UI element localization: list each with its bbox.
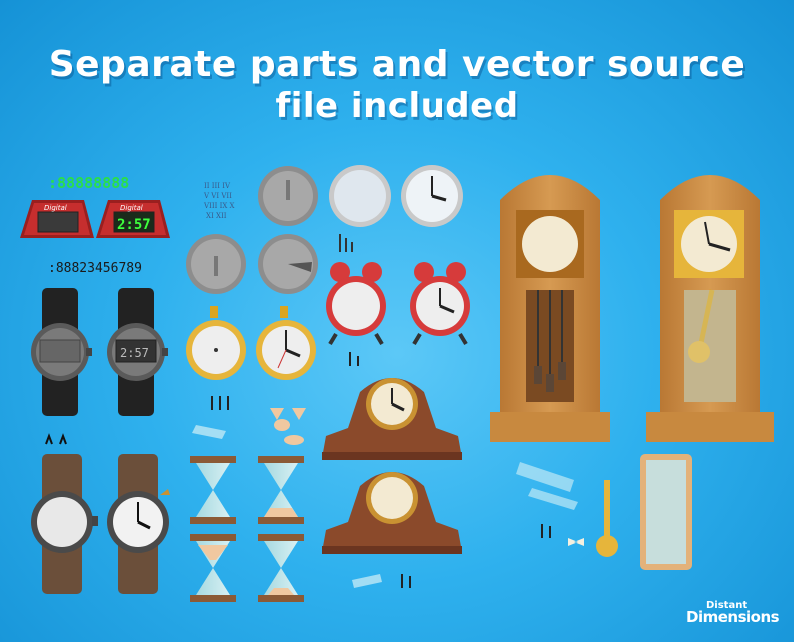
digital-time-display: 2:57: [117, 217, 151, 233]
glass-shard: [192, 425, 226, 439]
mantel-clock-time: [322, 378, 462, 460]
digital-watch-time: 2:57: [107, 288, 168, 416]
grey-dial-3: [258, 234, 318, 294]
grey-dial-1: [258, 166, 318, 226]
digital-clock-time: Digital 2:57: [96, 200, 170, 238]
hourglass-4: [258, 534, 304, 602]
pocket-watch-hands: [211, 396, 229, 410]
pendulum-bow: [568, 538, 584, 546]
analog-watch-time: [107, 454, 170, 594]
roman-row-1: II III IV: [204, 182, 231, 190]
watch-time-display: 2:57: [120, 346, 149, 360]
alarm-clock-hands: [349, 352, 359, 366]
digital-brand-label: Digital: [44, 204, 67, 212]
digital-digit-row-green: :88888888: [48, 174, 129, 192]
watch-hands-parts: [45, 433, 67, 445]
roman-numerals-set: II III IV V VI VII VIII IX X XI XII: [203, 182, 235, 220]
grandfather-glass-shards: [516, 462, 578, 510]
grandfather-clock-open: [490, 175, 610, 442]
heading-line-2: file included: [275, 86, 519, 126]
roman-row-4: XI XII: [206, 212, 227, 220]
pocket-watch-time: [256, 306, 316, 380]
wall-clock-blank: [329, 165, 391, 227]
digital-clock-blank: Digital: [20, 200, 94, 238]
mantel-hands: [401, 574, 411, 588]
grandfather-clock-closed: [646, 175, 774, 442]
mantel-clock-blank: [322, 472, 462, 554]
hourglass-3: [190, 534, 236, 602]
pocket-watch-blank: [186, 306, 246, 380]
sand-parts: [270, 408, 306, 445]
digital-watch-blank: [31, 288, 92, 416]
grey-dial-2: [186, 234, 246, 294]
hourglass-1: [190, 456, 236, 524]
wall-clock-hands: [339, 234, 353, 252]
roman-row-2: V VI VII: [203, 192, 232, 200]
alarm-clock-time: [410, 262, 470, 346]
logo-line-1: Distant: [706, 600, 748, 611]
wall-clock-time: [401, 165, 463, 227]
glass-door-part: [640, 454, 692, 570]
mantel-glass: [352, 574, 382, 588]
logo-line-2: Dimensions: [686, 608, 780, 626]
pendulum-part: [596, 480, 618, 557]
heading-line-1: Separate parts and vector source: [48, 44, 746, 85]
alarm-clock-blank: [326, 262, 386, 346]
digital-digit-row-black: :88823456789: [48, 261, 142, 276]
grandfather-hands: [541, 524, 551, 538]
digital-brand-label-2: Digital: [120, 204, 143, 212]
roman-row-3: VIII IX X: [203, 202, 235, 210]
analog-watch-blank: [31, 454, 98, 594]
hourglass-2: [258, 456, 304, 524]
